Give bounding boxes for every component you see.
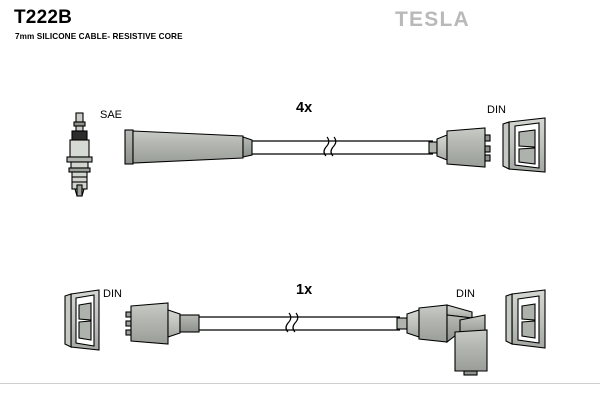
upper-cable-lead [252,140,433,155]
coil-connector-straight-lower [125,302,200,345]
upper-cable-assembly [66,112,546,197]
din-terminal-cap-upper [502,117,546,173]
distributor-connector-straight-upper [428,127,491,168]
label-sae: SAE [100,109,123,121]
label-din-bottom-left: DIN [103,288,122,300]
spark-plug-icon [66,112,93,197]
bottom-divider [0,383,600,384]
brand-logo: TESLA [395,8,470,31]
lower-cable-assembly [64,289,546,376]
din-terminal-cap-lower-left [64,289,100,351]
din-terminal-cap-lower-right [505,289,546,349]
spark-plug-boot-straight-upper [124,129,253,165]
label-din-top-right: DIN [487,104,506,116]
quantity-label-lower: 1x [296,282,313,298]
quantity-label-upper: 4x [296,100,313,116]
upper-cable-break-symbol [323,136,337,157]
page-subtitle: 7mm SILICONE CABLE- RESISTIVE CORE [15,32,183,41]
lower-cable-lead [199,316,400,331]
label-din-bottom-right: DIN [456,288,475,300]
distributor-connector-right-angle [396,304,488,376]
lower-cable-break-symbol [285,312,299,333]
page-title: T222B [14,7,73,28]
